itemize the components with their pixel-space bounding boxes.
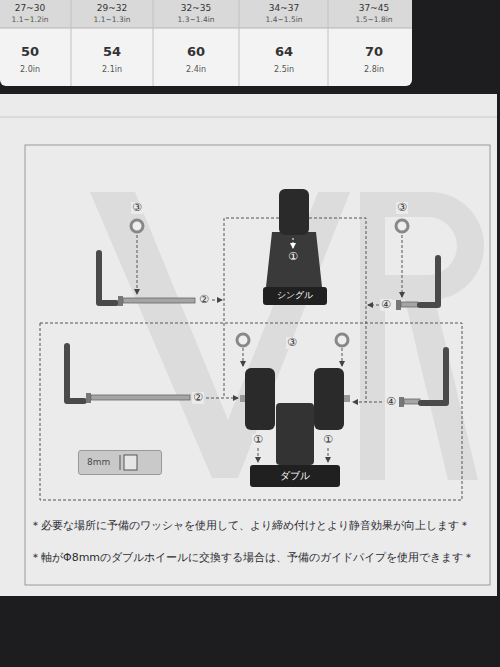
table-rule bbox=[0, 28, 412, 29]
caster-base-label: ダブル bbox=[250, 465, 340, 487]
table-cell: 2.0in bbox=[20, 66, 40, 75]
table-cell: 54 bbox=[103, 45, 121, 59]
bolt-shaft bbox=[91, 395, 190, 400]
washer bbox=[396, 220, 408, 232]
assembly-arrow bbox=[137, 235, 138, 294]
watermark-logo bbox=[90, 192, 484, 480]
watermark-r-bowl bbox=[385, 192, 484, 300]
washer bbox=[131, 220, 143, 232]
table-cell: 27~30 bbox=[15, 4, 45, 14]
double-group-outline bbox=[40, 323, 462, 500]
callout-number: ① bbox=[252, 434, 264, 446]
table-cell: 60 bbox=[187, 45, 205, 59]
table-cell: 29~32 bbox=[97, 4, 127, 14]
callout-number: ④ bbox=[380, 299, 392, 311]
table-cell: 50 bbox=[21, 45, 39, 59]
caster-mount bbox=[266, 232, 322, 287]
callout-number: ③ bbox=[131, 202, 143, 214]
caster-wheel bbox=[245, 368, 275, 430]
bolt-head bbox=[396, 300, 401, 310]
bolt-head bbox=[399, 397, 404, 407]
table-cell: 2.4in bbox=[186, 66, 206, 75]
node-text: ダブル bbox=[280, 471, 310, 481]
table-card bbox=[0, 0, 412, 86]
table-divider bbox=[153, 0, 154, 86]
assembly-arrow bbox=[353, 402, 382, 403]
table-divider bbox=[71, 0, 72, 86]
callout-number: ③ bbox=[286, 337, 298, 349]
bolt-head bbox=[118, 296, 123, 306]
table-cell: 70 bbox=[365, 45, 383, 59]
hex-key bbox=[99, 253, 116, 303]
assembly-arrow bbox=[293, 238, 294, 248]
table-cell: 1.1~1.3in bbox=[94, 16, 131, 24]
callout-number: ④ bbox=[385, 396, 397, 408]
assembly-arrow bbox=[328, 448, 329, 462]
note-text: ＊軸がΦ8mmのダブルホイールに交換する場合は、予備のガイドパイプを使用できます… bbox=[30, 552, 474, 564]
table-dividers bbox=[71, 0, 328, 86]
callout-number: ① bbox=[287, 251, 299, 263]
bolt-shaft bbox=[401, 302, 418, 307]
assembly-arrow bbox=[402, 235, 403, 297]
watermark-r-leg bbox=[405, 300, 478, 480]
caster-base-label: シングル bbox=[263, 287, 327, 305]
axle-stub bbox=[344, 395, 350, 402]
assembly-arrow bbox=[243, 348, 244, 366]
table-cell: 37~45 bbox=[359, 4, 389, 14]
table-cell: 2.5in bbox=[274, 66, 294, 75]
callout-number: ① bbox=[322, 434, 334, 446]
note-text: ＊必要な場所に予備のワッシャを使用して、より締め付けとより静音効果が向上します＊ bbox=[30, 520, 470, 532]
washer bbox=[237, 334, 249, 346]
table-cell: 1.4~1.5in bbox=[266, 16, 303, 24]
caster-wheel bbox=[314, 368, 344, 430]
table-cell: 32~35 bbox=[181, 4, 211, 14]
assembly-arrow bbox=[206, 398, 238, 399]
table-cell: 1.5~1.8in bbox=[356, 16, 393, 24]
watermark-v bbox=[90, 192, 350, 478]
assembly-arrow bbox=[212, 300, 222, 301]
assembly-arrow bbox=[258, 448, 259, 462]
bolt-head bbox=[86, 393, 91, 403]
table-cell: 34~37 bbox=[269, 4, 299, 14]
watermark-r-stem bbox=[360, 192, 385, 480]
diagram-frame bbox=[25, 145, 490, 585]
bolt-shaft bbox=[404, 399, 420, 404]
node-text: 8mm bbox=[87, 458, 110, 468]
table-divider bbox=[239, 0, 240, 86]
table-divider bbox=[328, 0, 329, 86]
table-cell: 1.1~1.2in bbox=[12, 16, 49, 24]
table-cell: 1.3~1.4in bbox=[178, 16, 215, 24]
caster-wheel bbox=[279, 189, 309, 235]
hex-key bbox=[421, 350, 446, 403]
table-cell: 2.8in bbox=[364, 66, 384, 75]
node-text: シングル bbox=[277, 291, 313, 301]
bolt-shaft bbox=[123, 298, 195, 303]
callout-number: ② bbox=[192, 392, 204, 404]
table-cell: 2.1in bbox=[102, 66, 122, 75]
page-fold bbox=[0, 117, 497, 118]
assembly-arrow bbox=[342, 348, 343, 366]
assembly-arrow bbox=[368, 305, 379, 306]
hex-key bbox=[67, 346, 84, 401]
table-cell: 64 bbox=[275, 45, 293, 59]
callout-number: ② bbox=[198, 294, 210, 306]
table-header-band bbox=[0, 0, 412, 28]
pipe-size-box: 8mm bbox=[78, 450, 162, 475]
hex-key bbox=[420, 258, 438, 305]
callout-number: ③ bbox=[396, 202, 408, 214]
page-sheet bbox=[0, 94, 497, 596]
washer bbox=[336, 334, 348, 346]
caster-mount bbox=[276, 403, 314, 465]
